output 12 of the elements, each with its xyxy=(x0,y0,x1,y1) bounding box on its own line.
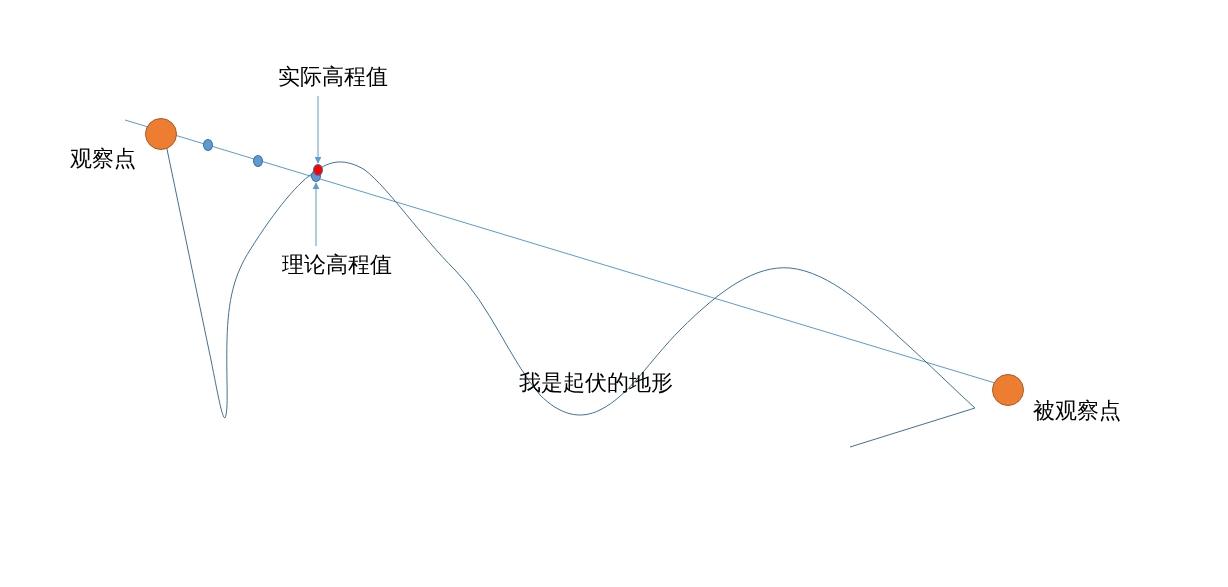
observation-point-circle xyxy=(992,374,1024,406)
sample-point-dot xyxy=(203,139,213,151)
arrow xyxy=(314,95,322,164)
arrow xyxy=(312,182,320,247)
callout-label: 实际高程值 xyxy=(268,62,398,92)
callout-label: 理论高程值 xyxy=(272,250,402,280)
elevation-point-dot xyxy=(313,164,323,176)
terrain-label: 我是起伏的地形 xyxy=(519,370,673,397)
point-label: 观察点 xyxy=(70,146,136,173)
sample-point-dot xyxy=(253,155,263,167)
point-label: 被观察点 xyxy=(1033,398,1121,425)
observation-point-circle xyxy=(145,118,177,150)
